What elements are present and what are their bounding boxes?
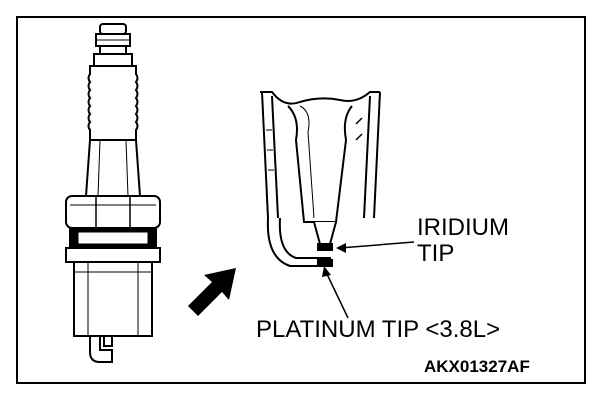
- platinum-tip-label: PLATINUM TIP <3.8L>: [256, 316, 501, 343]
- iridium-tip-label-line2: TIP: [417, 240, 455, 267]
- figure-frame: [16, 16, 586, 384]
- electrode-detail-illustration: [260, 91, 381, 267]
- platinum-leader-line: [322, 266, 349, 319]
- iridium-leader-line: [336, 241, 415, 253]
- spark-plug-illustration: [65, 23, 161, 363]
- figure-code: AKX01327AF: [424, 357, 530, 376]
- arrow-icon: [188, 268, 236, 316]
- iridium-tip-label-line1: IRIDIUM: [417, 214, 509, 241]
